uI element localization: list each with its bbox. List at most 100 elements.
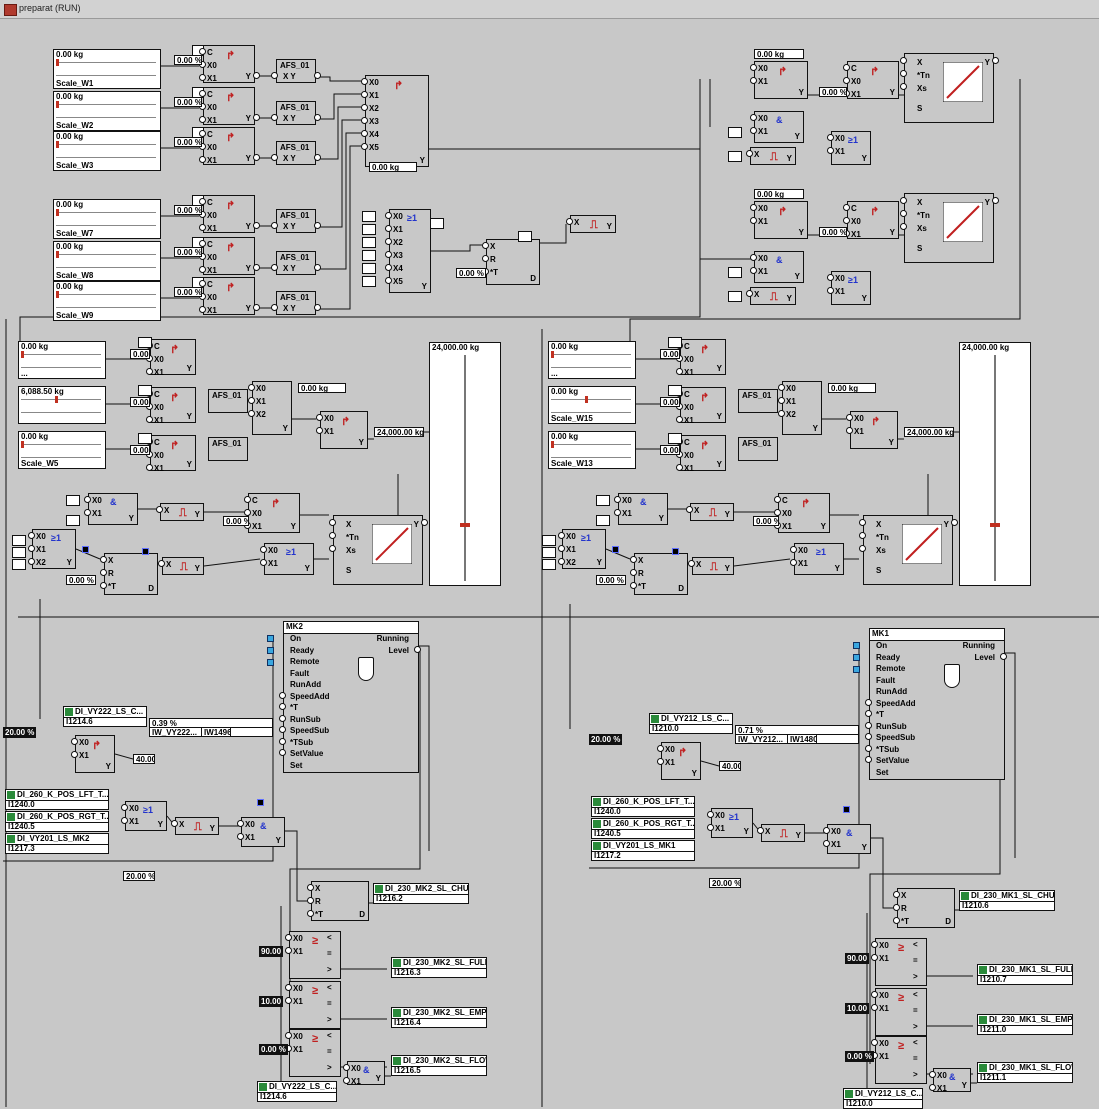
pin-connector[interactable] [823, 827, 830, 834]
pin-connector[interactable] [248, 410, 255, 417]
scale-thumb[interactable] [56, 59, 59, 66]
pin-connector[interactable] [865, 745, 872, 752]
full-constant[interactable]: 90.00 [259, 946, 283, 957]
percent-input[interactable]: 0.00 % [174, 55, 202, 65]
pin-connector[interactable] [248, 397, 255, 404]
pin-connector[interactable] [750, 114, 757, 121]
pin-connector[interactable] [199, 240, 206, 247]
toggle-switch[interactable] [66, 495, 80, 506]
pin-connector[interactable] [244, 509, 251, 516]
pin-connector[interactable] [385, 277, 392, 284]
toggle-switch[interactable] [12, 547, 26, 558]
pin-connector[interactable] [28, 545, 35, 552]
pin-connector[interactable] [271, 154, 278, 161]
pin-connector[interactable] [199, 306, 206, 313]
pin-connector[interactable] [253, 264, 260, 271]
toggle-switch[interactable] [596, 515, 610, 526]
scale-thumb[interactable] [55, 396, 58, 403]
pin-connector[interactable] [630, 582, 637, 589]
percent-input[interactable]: 0.00 % [130, 445, 150, 455]
pin-connector[interactable] [893, 917, 900, 924]
afs-block[interactable]: AFS_01 [208, 437, 248, 461]
pin-connector[interactable] [1000, 653, 1007, 660]
toggle-switch[interactable] [362, 237, 376, 248]
pin-connector[interactable] [199, 74, 206, 81]
timer-input[interactable]: 0.00 % [456, 268, 486, 278]
percent-input[interactable]: 0.00 % [819, 87, 847, 97]
pin-connector[interactable] [827, 274, 834, 281]
ls-tag[interactable]: DI_VY222_LS_C...I1214.6 [63, 706, 147, 727]
pin-connector[interactable] [871, 954, 878, 961]
pin-connector[interactable] [657, 758, 664, 765]
scale-thumb[interactable] [56, 101, 59, 108]
pin-connector[interactable] [71, 738, 78, 745]
toggle-switch[interactable] [12, 535, 26, 546]
pin-connector[interactable] [676, 368, 683, 375]
pin-connector[interactable] [199, 48, 206, 55]
pin-connector[interactable] [630, 556, 637, 563]
pin-connector[interactable] [316, 414, 323, 421]
toggle-switch[interactable] [668, 337, 682, 348]
pin-connector[interactable] [676, 464, 683, 471]
toggle-switch[interactable] [430, 218, 444, 229]
compare-constant[interactable]: 40.00 [719, 761, 741, 771]
pin-connector[interactable] [271, 114, 278, 121]
pin-connector[interactable] [385, 212, 392, 219]
pin-connector[interactable] [859, 519, 866, 526]
scale-widget-mid-0[interactable]: 0.00 kg... [548, 341, 636, 379]
ls-tag[interactable]: DI_VY212_LS_C...I1210.0 [649, 713, 733, 734]
pin-connector[interactable] [871, 1004, 878, 1011]
pin-connector[interactable] [871, 1039, 878, 1046]
pin-connector[interactable] [951, 519, 958, 526]
pin-connector[interactable] [871, 991, 878, 998]
pin-connector[interactable] [750, 254, 757, 261]
pin-connector[interactable] [314, 304, 321, 311]
toggle-switch[interactable] [518, 231, 532, 242]
pin-connector[interactable] [385, 264, 392, 271]
pin-connector[interactable] [846, 414, 853, 421]
pin-connector[interactable] [314, 264, 321, 271]
pin-connector[interactable] [757, 827, 764, 834]
pin-connector[interactable] [279, 749, 286, 756]
percent-bottom[interactable]: 20.00 % [123, 871, 155, 881]
pin-connector[interactable] [285, 934, 292, 941]
input-indicator[interactable] [853, 642, 860, 649]
pin-connector[interactable] [385, 251, 392, 258]
toggle-switch[interactable] [138, 433, 152, 444]
value-display-0[interactable]: 0.00 kg [754, 49, 804, 59]
pin-connector[interactable] [859, 532, 866, 539]
toggle-switch[interactable] [362, 211, 376, 222]
timer-input[interactable]: 0.00 % [596, 575, 626, 585]
pin-connector[interactable] [827, 287, 834, 294]
scale-thumb[interactable] [56, 209, 59, 216]
pin-connector[interactable] [790, 559, 797, 566]
pin-connector[interactable] [28, 558, 35, 565]
timer-input[interactable]: 0.00 % [66, 575, 96, 585]
afs-block[interactable]: AFS_01 [738, 437, 778, 461]
pin-connector[interactable] [285, 997, 292, 1004]
pin-connector[interactable] [361, 143, 368, 150]
toggle-switch[interactable] [542, 547, 556, 558]
pin-connector[interactable] [199, 130, 206, 137]
